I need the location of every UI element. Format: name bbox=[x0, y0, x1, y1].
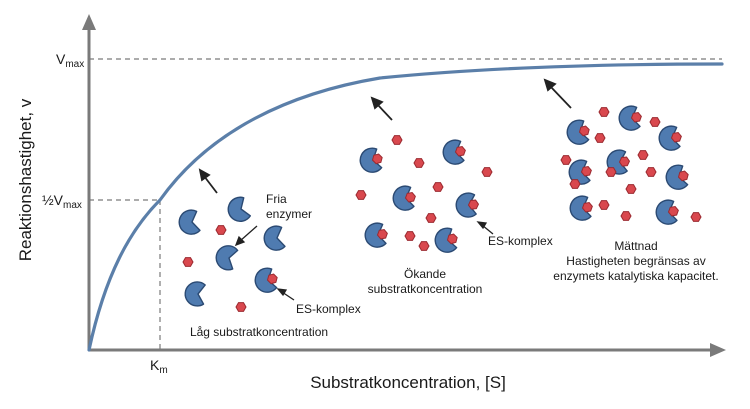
substrate-icon bbox=[481, 167, 493, 177]
substrate-icon bbox=[598, 200, 610, 210]
saturation-title-line1: Mättnad bbox=[614, 239, 657, 253]
es-complex-icon bbox=[454, 191, 481, 219]
substrate-icon bbox=[625, 184, 637, 194]
km-label: Km bbox=[150, 357, 168, 376]
saturation-curve bbox=[87, 62, 724, 352]
saturation-title-line3: enzymets katalytiska kapacitet. bbox=[553, 269, 718, 283]
arrow-low-to-curve bbox=[203, 175, 218, 194]
substrate-icon bbox=[605, 167, 617, 177]
substrate-icon bbox=[425, 213, 437, 223]
label-pointers bbox=[234, 221, 494, 301]
half-vmax-label: ½Vmax bbox=[42, 192, 82, 211]
low-concentration-title: Låg substratkoncentration bbox=[190, 325, 328, 339]
substrate-icon bbox=[182, 257, 194, 267]
es-complex-icon bbox=[356, 145, 386, 176]
substrate-icon bbox=[620, 211, 632, 221]
free-enzyme-icon bbox=[183, 280, 207, 308]
arrow-mid-to-curve bbox=[376, 103, 393, 121]
y-axis-arrowhead bbox=[82, 14, 96, 30]
es-complex-icon bbox=[431, 225, 461, 256]
free-enzyme-icon bbox=[261, 224, 287, 253]
substrate-icon bbox=[637, 150, 649, 160]
es-complex-icon bbox=[567, 193, 596, 223]
substrate-icon bbox=[404, 231, 416, 241]
es-complex-icon bbox=[616, 103, 645, 133]
substrate-icon bbox=[432, 182, 444, 192]
substrate-icon bbox=[560, 155, 572, 165]
es-complex-icon bbox=[251, 265, 281, 296]
increasing-concentration-cluster bbox=[355, 135, 493, 256]
free-enzymes-label-line1: Fria bbox=[266, 192, 287, 206]
substrate-icon bbox=[649, 117, 661, 127]
free-enzymes-label-line2: enzymer bbox=[266, 207, 312, 221]
substrate-icon bbox=[355, 190, 367, 200]
axes bbox=[82, 14, 726, 357]
x-axis-label: Substratkoncentration, [S] bbox=[310, 373, 506, 392]
free-enzyme-icon bbox=[212, 242, 239, 272]
substrate-icon bbox=[569, 179, 581, 189]
saturation-title-line2: Hastigheten begränsas av bbox=[566, 254, 705, 268]
es-complex-icon bbox=[563, 117, 593, 148]
es-complex-icon bbox=[362, 220, 391, 250]
substrate-icon bbox=[598, 107, 610, 117]
substrate-icon bbox=[235, 302, 247, 312]
reference-lines bbox=[89, 58, 722, 350]
pointer-free-enzymes bbox=[239, 225, 258, 242]
substrate-icon bbox=[413, 158, 425, 168]
es-complex-icon bbox=[656, 123, 685, 153]
es-complex-icon bbox=[662, 162, 692, 193]
arrow-sat-to-curve bbox=[549, 85, 572, 109]
substrate-icon bbox=[418, 241, 430, 251]
substrate-icon bbox=[391, 135, 403, 145]
x-axis-arrowhead bbox=[710, 343, 726, 357]
es-complex-icon bbox=[653, 197, 682, 227]
increasing-concentration-title-line2: substratkoncentration bbox=[368, 282, 483, 296]
y-axis-label: Reaktionshastighet, v bbox=[16, 98, 35, 261]
increasing-concentration-title-line1: Ökande bbox=[404, 267, 446, 281]
free-enzyme-icon bbox=[224, 194, 252, 226]
free-enzyme-icon bbox=[176, 208, 202, 237]
es-complex-label-mid: ES-komplex bbox=[488, 234, 553, 248]
es-complex-icon bbox=[390, 183, 419, 213]
direction-arrows bbox=[198, 78, 572, 194]
es-complex-icon bbox=[440, 137, 469, 167]
es-complex-label-low: ES-komplex bbox=[296, 302, 361, 316]
substrate-icon bbox=[594, 133, 606, 143]
substrate-icon bbox=[690, 212, 702, 222]
saturation-cluster bbox=[560, 103, 702, 227]
vmax-label: Vmax bbox=[56, 51, 84, 70]
substrate-icon bbox=[215, 225, 227, 235]
substrate-icon bbox=[645, 167, 657, 177]
